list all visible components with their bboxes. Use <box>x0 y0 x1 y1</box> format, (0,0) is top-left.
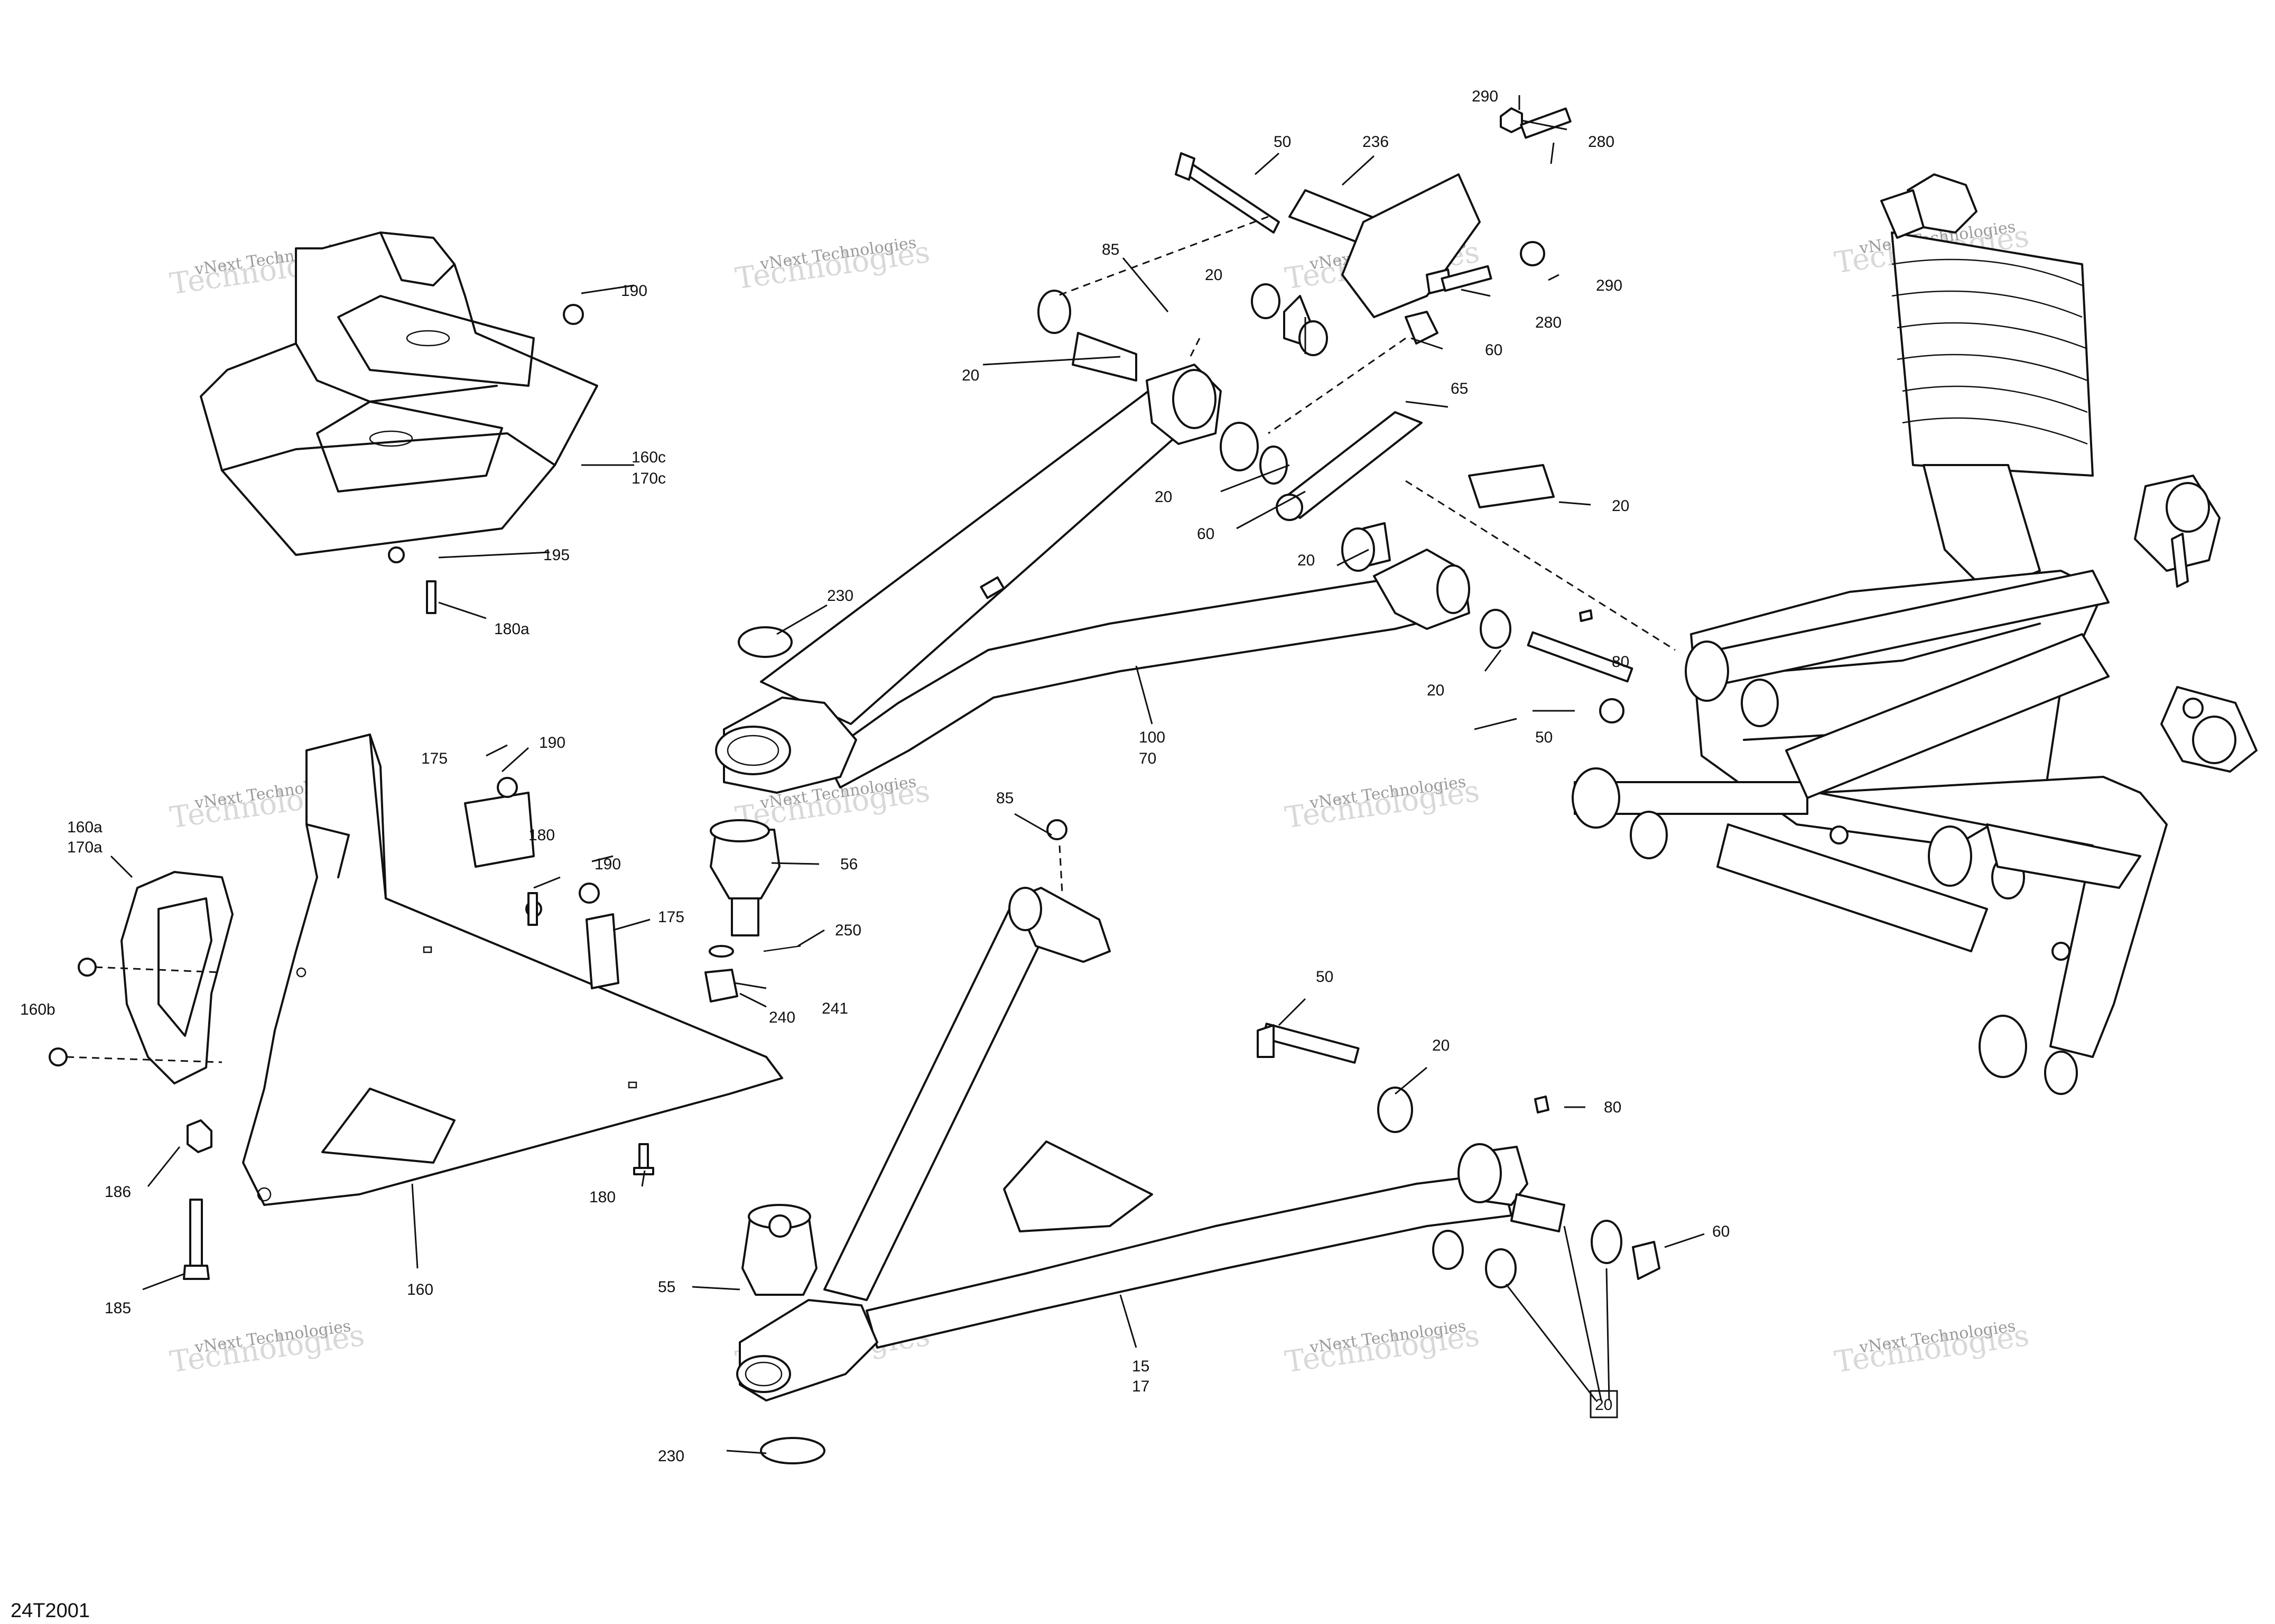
callout-290: 290 <box>1596 277 1622 294</box>
callout-55: 55 <box>658 1278 675 1296</box>
callout-56: 56 <box>840 856 858 873</box>
callout-20: 20 <box>1432 1037 1450 1054</box>
assembled-suspension <box>1572 173 2258 1095</box>
callout-230: 230 <box>658 1447 684 1465</box>
diagram-code: 24T2001 <box>11 1600 90 1622</box>
lower-arm-hardware <box>1046 819 1660 1288</box>
upper-arm-hardware <box>1037 107 1676 723</box>
callout-240: 240 <box>769 1009 795 1026</box>
callout-70: 70 <box>1139 750 1156 767</box>
callout-60: 60 <box>1712 1223 1730 1240</box>
callout-60: 60 <box>1197 525 1214 543</box>
callouts: 290 280 50 236 85 20 290 280 20 60 65 20… <box>20 88 1730 1465</box>
callout-box <box>1590 1390 1618 1418</box>
callout-160b: 160b <box>20 1001 55 1018</box>
skid-plate-160 <box>242 734 783 1206</box>
callout-80: 80 <box>1612 653 1629 671</box>
callout-160a: 160a <box>67 819 103 836</box>
callout-160c: 160c <box>632 449 666 466</box>
callout-20: 20 <box>1297 552 1315 569</box>
callout-160: 160 <box>407 1281 433 1298</box>
callout-190: 190 <box>621 282 647 300</box>
callout-170c: 170c <box>632 470 666 487</box>
lower-a-arm-15 <box>736 887 1528 1464</box>
callout-50: 50 <box>1535 729 1553 746</box>
callout-195: 195 <box>543 546 570 564</box>
callout-250: 250 <box>835 922 861 939</box>
callout-180: 180 <box>589 1189 616 1206</box>
callout-50: 50 <box>1274 133 1291 151</box>
callout-290: 290 <box>1472 88 1498 105</box>
callout-180: 180 <box>528 827 555 844</box>
callout-100: 100 <box>1139 729 1165 746</box>
callout-175: 175 <box>658 908 684 926</box>
upper-a-arm-100 <box>715 364 1470 794</box>
upper-guard-160c <box>200 231 598 556</box>
callout-20: 20 <box>1427 682 1444 699</box>
callout-80: 80 <box>1604 1099 1621 1116</box>
ball-joint-55 <box>741 1204 818 1296</box>
callout-85: 85 <box>996 790 1014 807</box>
callout-170a: 170a <box>67 839 103 856</box>
callout-230: 230 <box>827 587 853 605</box>
callout-15: 15 <box>1132 1358 1149 1375</box>
callout-190: 190 <box>539 734 565 751</box>
callout-280: 280 <box>1588 133 1614 151</box>
callout-185: 185 <box>105 1300 131 1317</box>
callout-20: 20 <box>1155 488 1172 506</box>
callout-65: 65 <box>1451 380 1468 397</box>
callout-241: 241 <box>822 1000 848 1017</box>
callout-20: 20 <box>1205 266 1222 284</box>
callout-20: 20 <box>1595 1396 1612 1414</box>
ball-joint-56 <box>704 626 801 1003</box>
callout-20: 20 <box>1612 497 1629 515</box>
callout-190: 190 <box>595 856 621 873</box>
callout-180a: 180a <box>494 620 530 638</box>
callout-17: 17 <box>1132 1378 1149 1395</box>
callout-50: 50 <box>1316 968 1333 986</box>
hardware-left <box>49 304 654 1280</box>
callout-20: 20 <box>962 367 979 384</box>
callout-280: 280 <box>1535 314 1562 331</box>
side-guard-160a <box>120 871 234 1084</box>
callout-60: 60 <box>1485 341 1502 359</box>
callout-175: 175 <box>421 750 448 767</box>
leader-lines <box>110 95 1705 1454</box>
callout-236: 236 <box>1362 133 1389 151</box>
callout-85: 85 <box>1102 241 1119 258</box>
callout-186: 186 <box>105 1183 131 1201</box>
